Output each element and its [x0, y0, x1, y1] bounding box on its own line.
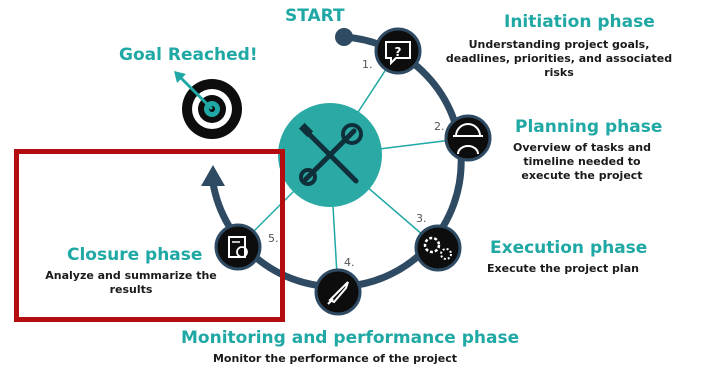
question-chat-icon: ? [374, 27, 422, 75]
closure-highlight-box [14, 149, 285, 322]
phase-number-3: 3. [416, 212, 427, 225]
phase-number-1: 1. [362, 58, 373, 71]
svg-text:?: ? [395, 45, 402, 59]
goal-label: Goal Reached! [119, 45, 258, 65]
phase-number-4: 4. [344, 256, 355, 269]
report-chart-icon [214, 223, 262, 271]
execution-phase-description: Execute the project plan [487, 262, 639, 275]
phase-number-2: 2. [434, 120, 445, 133]
closure-phase-description: Analyze and summarize the results [45, 269, 217, 296]
start-label: START [285, 6, 345, 26]
start-dot [335, 28, 353, 46]
wrench-head [341, 123, 363, 145]
monitoring-phase-title: Monitoring and performance phase [181, 328, 520, 348]
initiation-phase-description: Understanding project goals, deadlines, … [445, 38, 673, 79]
gears-icon [414, 224, 462, 272]
worker-helmet-icon [444, 114, 492, 162]
wrench-tail [299, 168, 317, 186]
rocket-icon [314, 268, 362, 316]
planning-phase-description: Overview of tasks and timeline needed to… [512, 141, 652, 182]
planning-phase-title: Planning phase [515, 117, 663, 137]
execution-phase-title: Execution phase [490, 238, 648, 258]
initiation-phase-title: Initiation phase [504, 12, 655, 32]
phase-number-5: 5. [268, 232, 279, 245]
goal-arrow-head [201, 165, 225, 186]
target-icon [174, 71, 242, 139]
monitoring-phase-description: Monitor the performance of the project [212, 352, 458, 365]
closure-phase-title: Closure phase [67, 245, 203, 265]
screwdriver-tip [298, 122, 314, 138]
